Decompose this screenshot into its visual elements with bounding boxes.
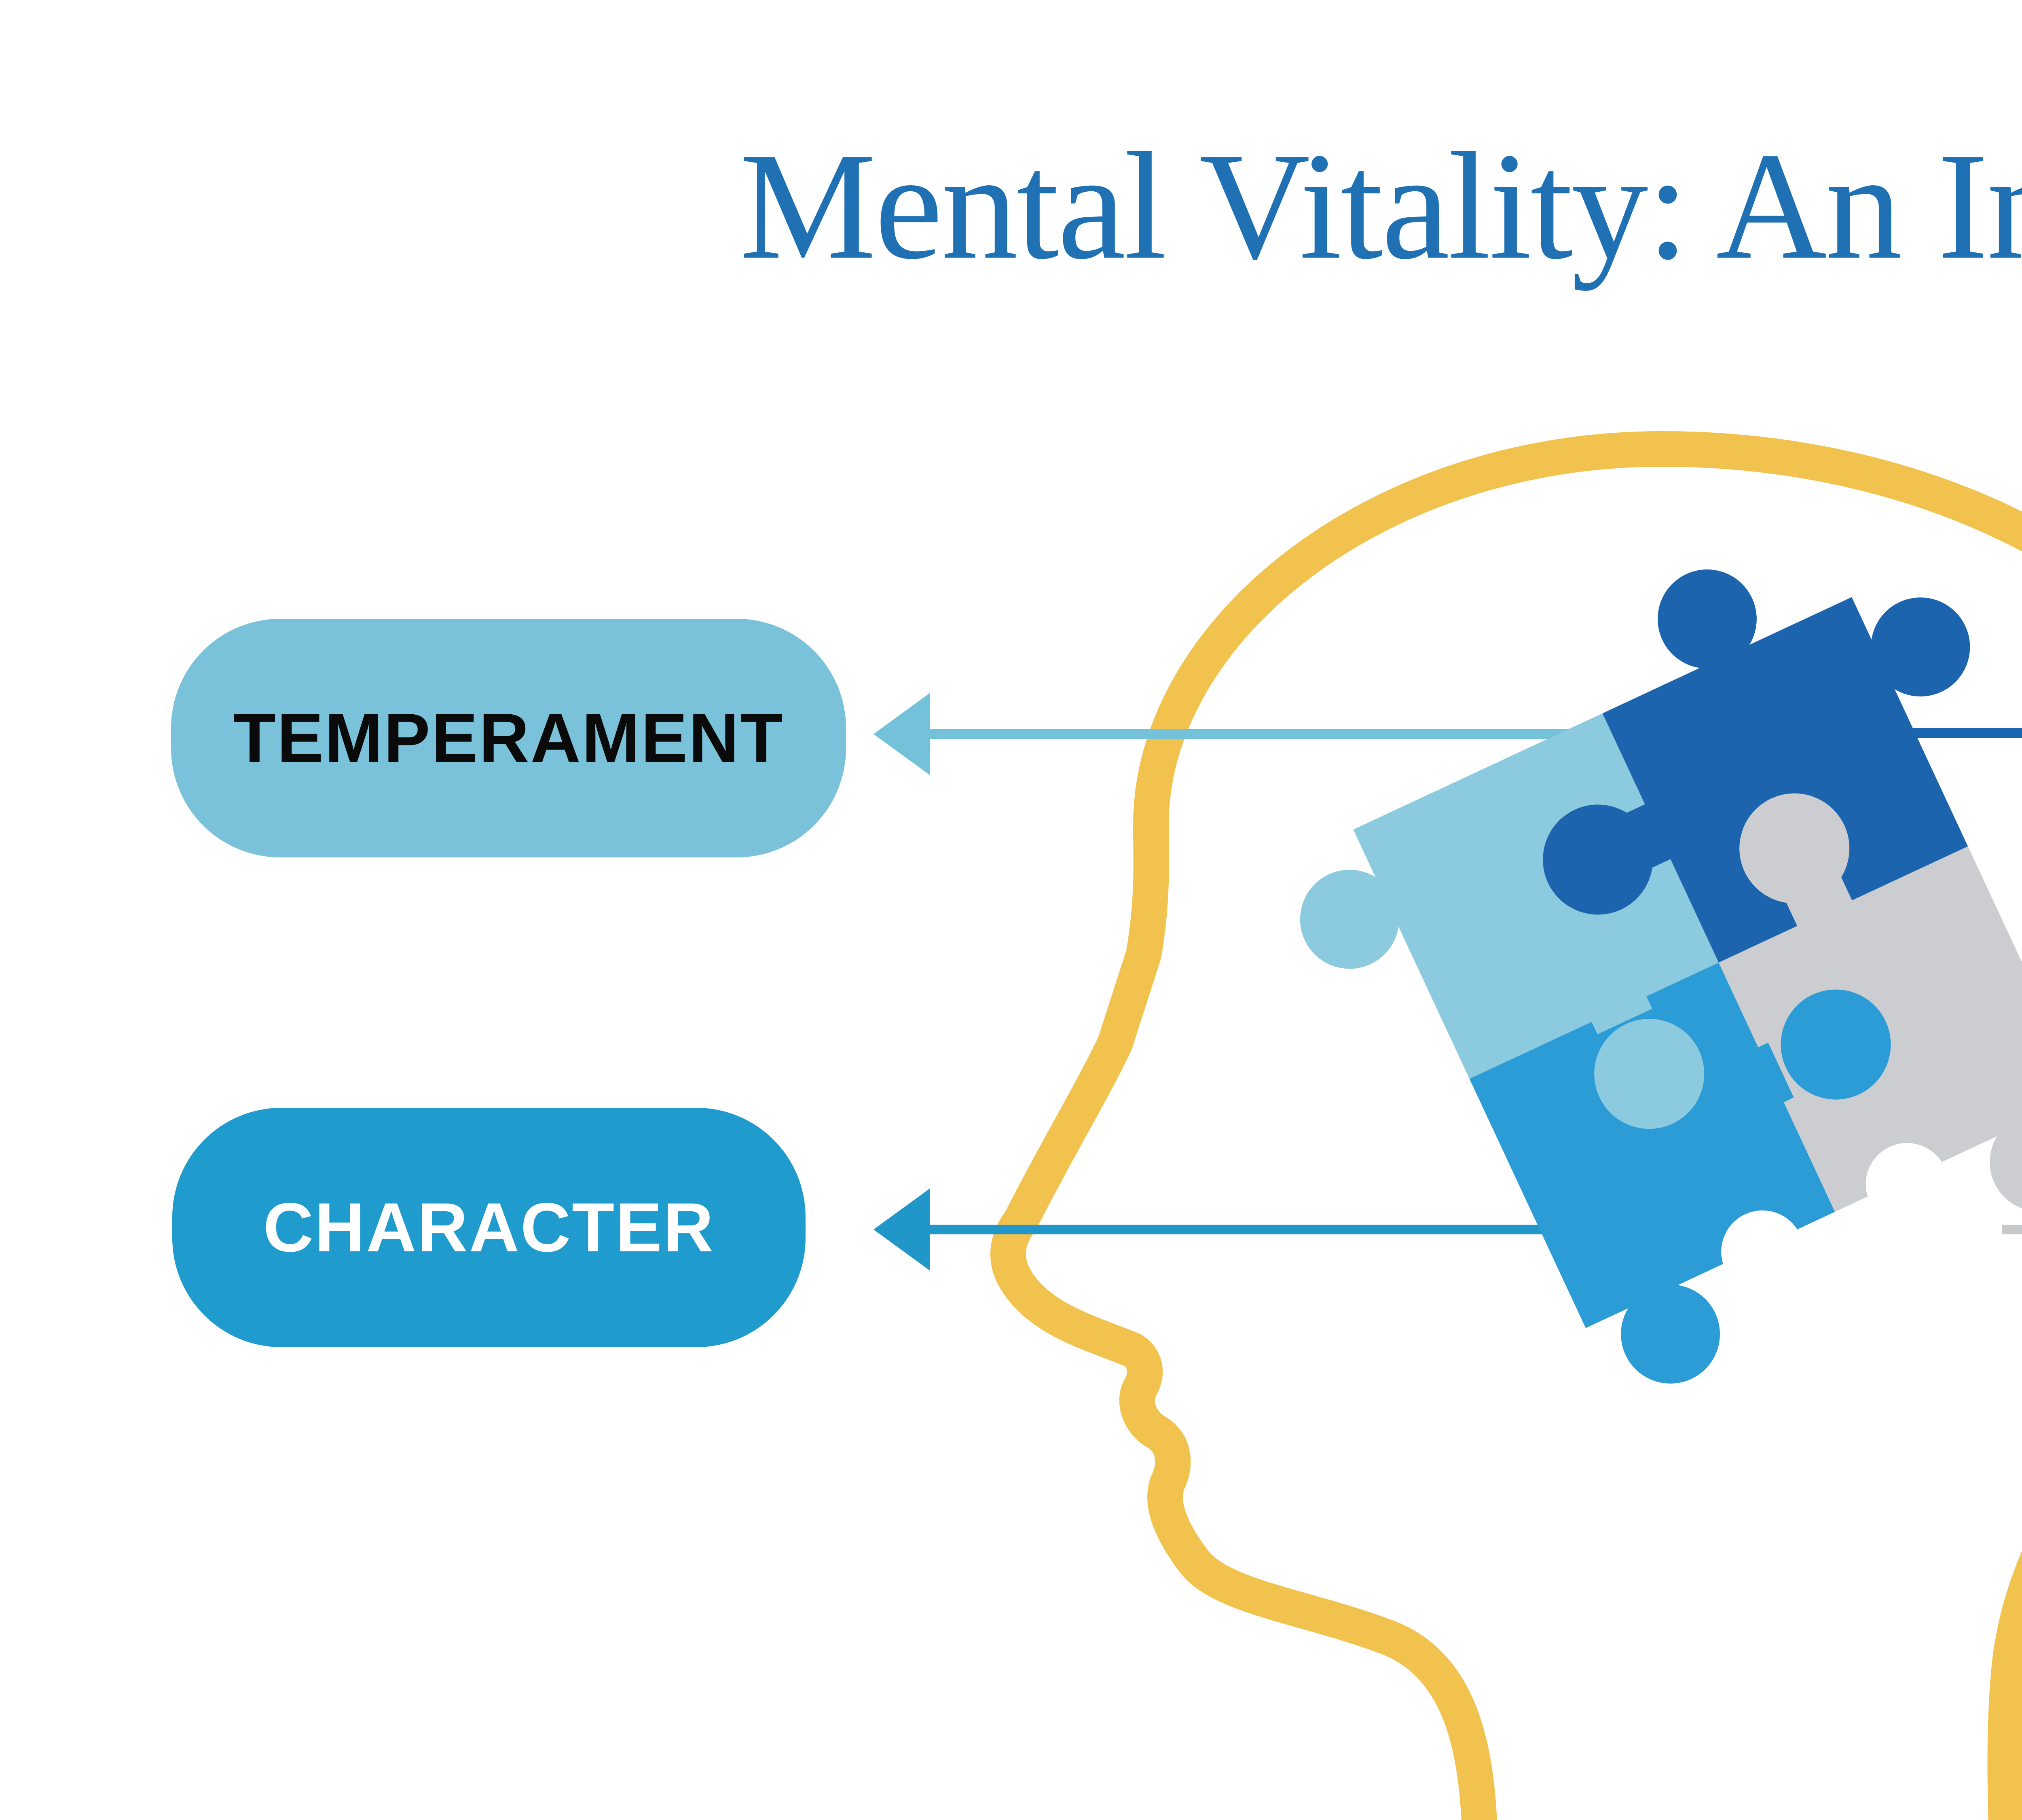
- puzzle-tab: [1990, 1112, 2022, 1212]
- puzzle-socket: [1721, 1210, 1804, 1293]
- page-title: Mental Vitality: An Introduction: [739, 121, 2022, 291]
- puzzle-tab-neck: [1697, 636, 1752, 677]
- puzzle-tab: [1781, 989, 1891, 1100]
- puzzle-icon: [1300, 569, 2022, 1384]
- arrow-personality: [1860, 728, 2022, 738]
- puzzle-tab-neck: [1369, 873, 1410, 928]
- arrow-left-icon: [874, 1188, 930, 1271]
- puzzle-body: [1602, 597, 1968, 963]
- puzzle-tab-neck: [1623, 1271, 1678, 1312]
- puzzle-tab: [1621, 1285, 1720, 1384]
- puzzle-tab-neck: [1784, 873, 1858, 939]
- puzzle-tab: [1300, 870, 1399, 969]
- label-pill-temperament: TEMPERAMENT: [171, 619, 846, 857]
- puzzle-piece-personality: [1602, 569, 1970, 963]
- label-text-temperament: TEMPERAMENT: [233, 699, 784, 777]
- arrow-left-icon: [874, 693, 930, 775]
- puzzle-tab: [1739, 793, 1850, 904]
- head-outline-icon: [990, 431, 2022, 1820]
- puzzle-tab-neck: [1860, 638, 1901, 693]
- puzzle-socket: [1865, 1143, 1948, 1226]
- puzzle-tab-neck: [1728, 1043, 1794, 1116]
- label-text-character: CHARACTER: [263, 1189, 715, 1266]
- label-pill-character: CHARACTER: [172, 1108, 806, 1347]
- puzzle-tab-neck: [1992, 1099, 2022, 1140]
- puzzle-tab-neck: [1610, 802, 1676, 876]
- puzzle-tab: [1871, 597, 1970, 697]
- puzzle-tab: [1594, 1019, 1705, 1129]
- puzzle-piece-mindsets: [1719, 846, 2022, 1212]
- puzzle-tab-neck: [1579, 969, 1652, 1035]
